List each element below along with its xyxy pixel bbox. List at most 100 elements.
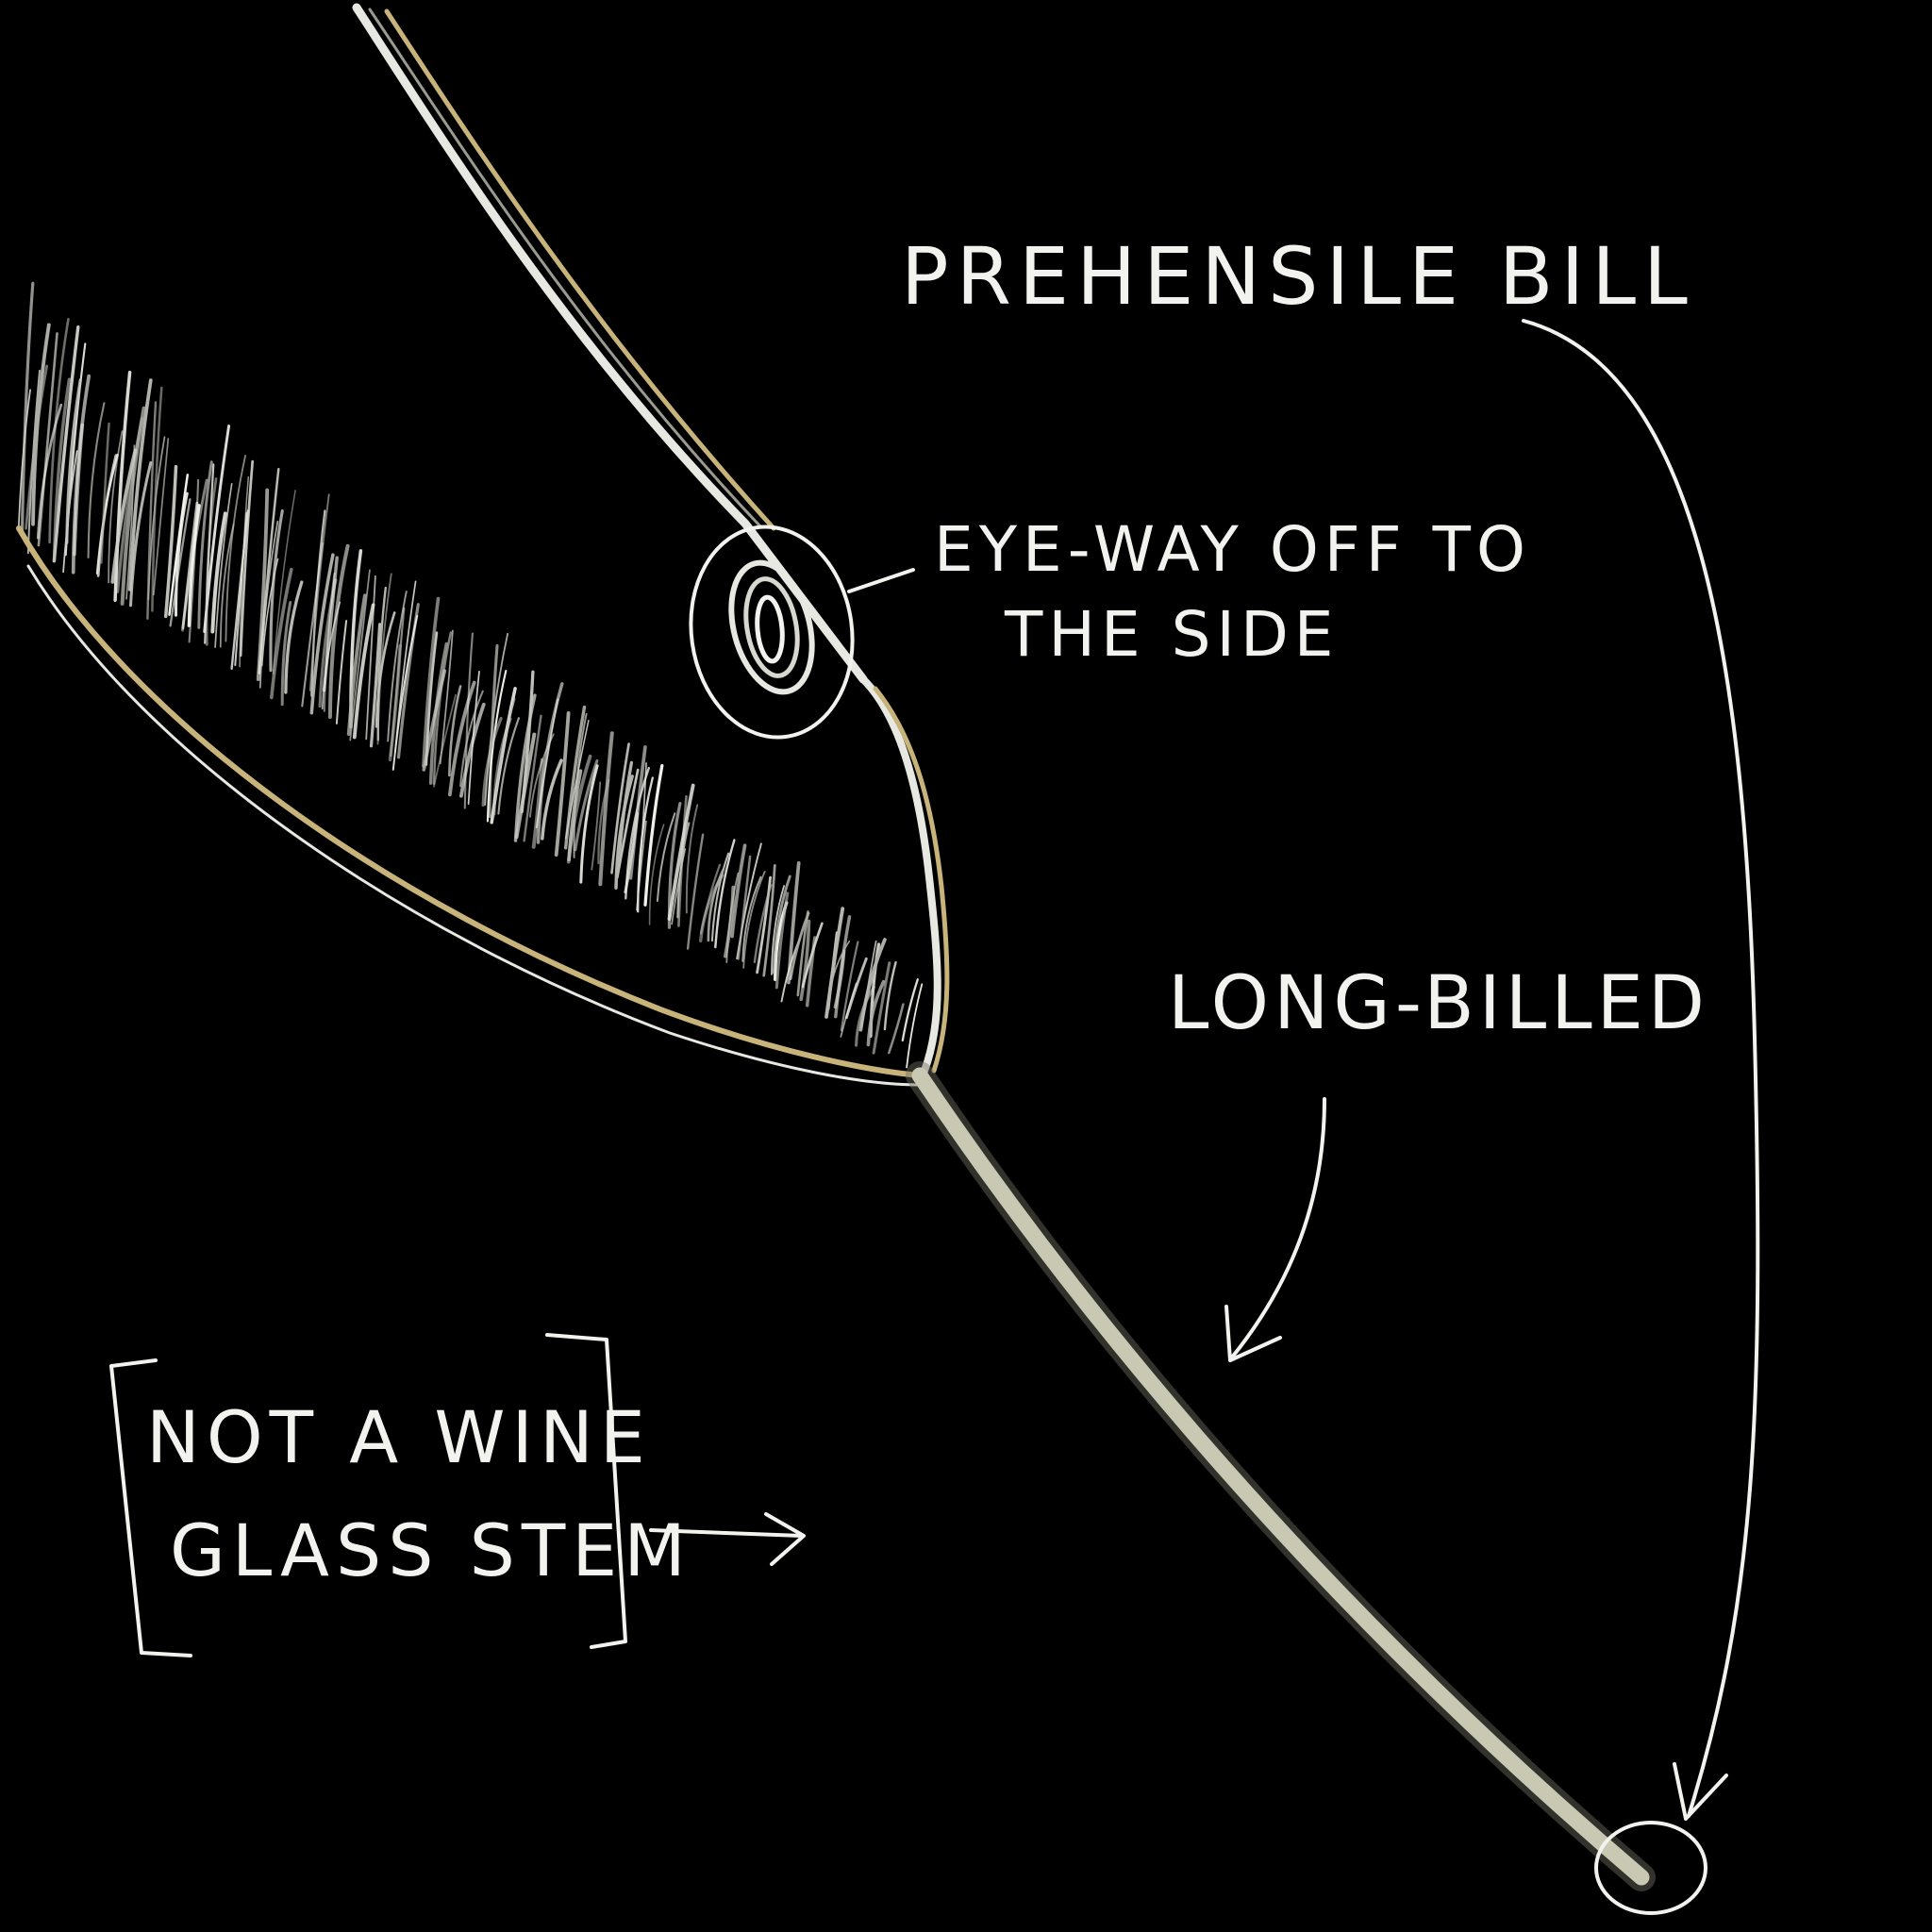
feather-stroke [614, 774, 634, 890]
throat-curve [859, 675, 950, 1074]
feather-stroke [52, 325, 80, 563]
feather-stroke [883, 961, 897, 1031]
feather-stroke [773, 874, 791, 974]
feather-stroke [648, 824, 665, 925]
throat-curve-outline [859, 675, 941, 1074]
stem-glow [906, 1061, 1656, 1891]
feather-stroke [762, 863, 776, 977]
feather-stroke [181, 501, 199, 630]
feather-stroke [671, 848, 687, 925]
feather-stroke [541, 758, 563, 841]
feather-stroke [349, 569, 371, 741]
feather-stroke [197, 460, 213, 629]
feather-stroke [448, 685, 462, 777]
feather-stroke [448, 680, 476, 797]
feather-stroke [855, 985, 875, 1047]
feather-stroke [25, 364, 49, 530]
feather-stroke [335, 620, 348, 724]
feather-stroke [375, 611, 396, 728]
feather-stroke [497, 717, 520, 815]
feather-stroke [523, 714, 542, 842]
feather-stroke [369, 623, 382, 748]
feather-stroke [260, 558, 279, 667]
feather-stroke [756, 875, 772, 974]
feather-stroke [346, 593, 367, 736]
feather-stroke [387, 591, 408, 742]
feather-stroke [710, 852, 730, 942]
feather-stroke [147, 436, 166, 601]
feather-stroke [459, 690, 484, 788]
feather-stroke [789, 911, 810, 980]
feather-stroke [824, 907, 845, 1019]
feather-stroke [152, 438, 170, 596]
stem-body [911, 1067, 1650, 1886]
feather-stroke [866, 979, 886, 1047]
feather-stroke [87, 402, 106, 559]
feather-stroke [37, 332, 58, 547]
box-right-bracket [545, 1333, 627, 1649]
feather-stroke [492, 697, 516, 819]
feather-stroke [108, 430, 124, 584]
eye-scribble-inner [755, 594, 785, 664]
feather-stroke [71, 374, 92, 575]
crest-outline [16, 525, 923, 1078]
feather-stroke [554, 711, 571, 857]
feather-stroke [860, 941, 877, 1028]
feather-stroke [433, 693, 457, 788]
feather-stroke [787, 861, 801, 985]
feather-stroke [840, 941, 859, 1032]
feather-stroke [833, 949, 846, 1009]
feather-stroke [163, 464, 178, 619]
throat-curve-gold [873, 686, 950, 1074]
feather-stroke [95, 453, 119, 575]
feather-stroke [129, 461, 153, 608]
eye-leader-line [847, 568, 915, 593]
feather-stroke [520, 670, 535, 814]
feather-stroke [376, 573, 392, 745]
glass-stem-label: GLASS STEM [170, 1508, 692, 1592]
feather-stroke [844, 957, 868, 1020]
feather-stroke [52, 377, 72, 562]
feather-stroke [686, 833, 705, 950]
feather-stroke [741, 875, 762, 962]
feather-stroke [365, 575, 376, 741]
prehensile-bill-label: PREHENSILE BILL [901, 230, 1695, 323]
feather-stroke [174, 491, 189, 617]
feathered-crest [16, 281, 924, 1087]
feather-stroke [598, 731, 614, 887]
feather-stroke [771, 885, 785, 975]
feather-stroke [459, 702, 486, 798]
feather-stroke [272, 490, 296, 675]
long-billed-label: LONG-BILLED [1168, 961, 1709, 1046]
feather-stroke [230, 509, 250, 670]
feather-stroke [567, 769, 583, 862]
eye-label-line1: EYE-WAY OFF TO [934, 513, 1531, 586]
feather-stroke [20, 281, 35, 537]
upper-bill [352, 3, 868, 684]
feather-stroke [579, 764, 599, 884]
feather-stroke [574, 759, 599, 852]
feather-stroke [205, 477, 218, 646]
feather-stroke [597, 778, 610, 865]
feather-stroke [564, 720, 590, 840]
feather-stroke [753, 884, 773, 963]
eye-circle-annotation [689, 525, 855, 740]
bill-arrow-shaft [1522, 319, 1760, 1818]
bill-arrow-head [1673, 1762, 1728, 1821]
feather-stroke [699, 874, 724, 942]
feather-stroke [529, 733, 555, 818]
upper-bill-outline-edge [368, 8, 762, 528]
feather-stroke [901, 978, 919, 1042]
feather-stroke [774, 891, 790, 990]
feather-stroke [270, 567, 293, 700]
upper-bill-outline-outer [352, 3, 868, 684]
feather-stroke [110, 448, 138, 584]
feather-stroke [388, 643, 402, 762]
feather-stroke [127, 378, 153, 591]
feather-stroke [65, 378, 82, 544]
feather-stroke [484, 633, 508, 806]
feather-stroke [643, 763, 664, 907]
feather-stroke [888, 1003, 905, 1055]
long-arrow-shaft [1229, 1097, 1326, 1360]
